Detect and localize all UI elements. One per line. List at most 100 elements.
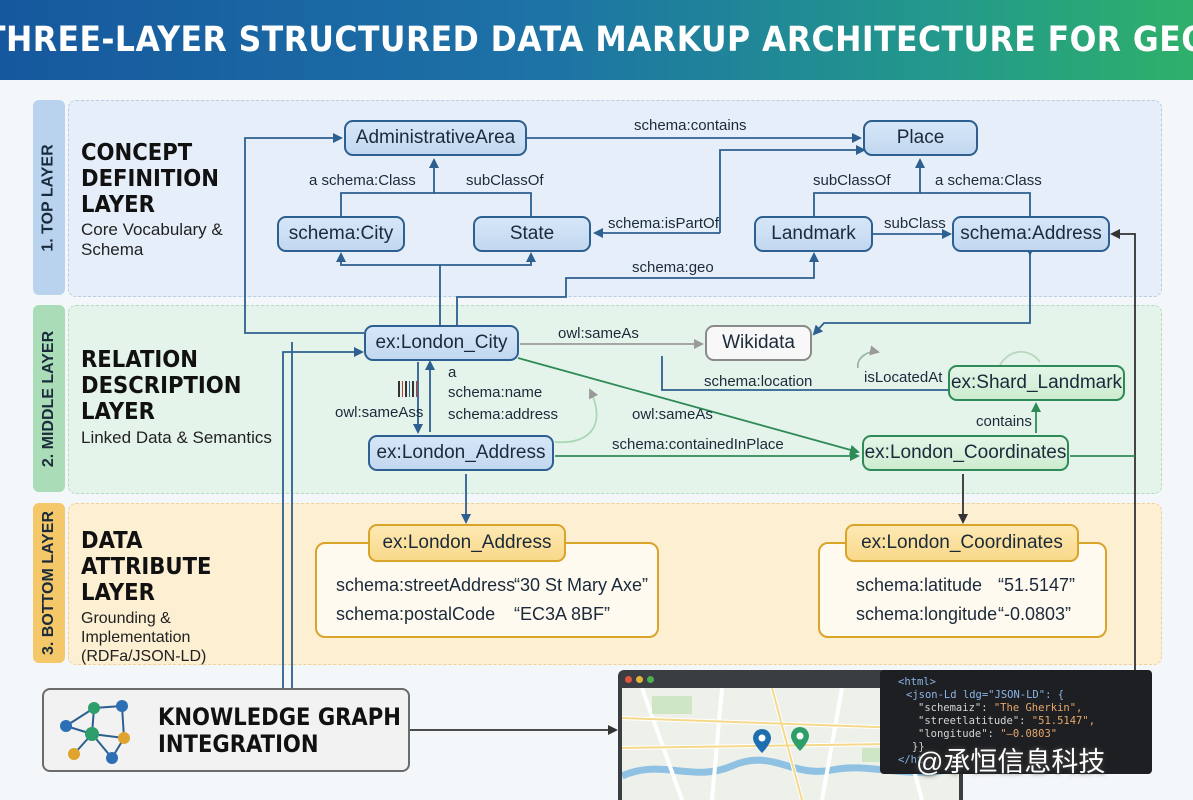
top-layer-heading-line: DEFINITION [81, 166, 219, 192]
label-islocatedat: isLocatedAt [864, 369, 943, 386]
edge-city-to-admin [340, 158, 439, 216]
edge-ispartof [719, 145, 866, 233]
label-schema-geo: schema:geo [632, 259, 714, 276]
coordinates-lat-value: “51.5147” [998, 575, 1076, 595]
code-key: "streetlatitude": [918, 715, 1032, 727]
code-value: "51.5147", [1031, 715, 1096, 727]
node-place[interactable]: Place [863, 120, 978, 156]
node-schema-city[interactable]: schema:City [277, 216, 405, 252]
middle-layer-subtitle-line: Linked Data & Semantics [81, 428, 272, 447]
edge-wikidata-address [812, 246, 1035, 336]
code-key: "schemaiz": [918, 702, 994, 714]
knowledge-graph-line: INTEGRATION [158, 730, 319, 758]
coordinates-lng-key: schema:longitude [856, 604, 998, 624]
edge-state-to-admin [434, 192, 532, 216]
edge-city-to-admin-long [244, 133, 364, 334]
edge-address-to-place [920, 192, 1031, 216]
json-ld-code-snippet: <html><json-Ld ldg="JSON-LD": {"schemaiz… [880, 670, 1152, 774]
label-schema-contains: schema:contains [634, 117, 747, 134]
middle-layer-tab: 2. MIDDLE LAYER [33, 305, 65, 492]
knowledge-graph-box[interactable] [42, 688, 410, 772]
node-landmark[interactable]: Landmark [754, 216, 873, 252]
top-layer-heading-line: LAYER [81, 192, 155, 218]
network-graph-icon [60, 700, 130, 764]
top-layer-subtitle-line: Schema [81, 240, 144, 259]
code-key: "longitude": [918, 728, 1001, 740]
barcode-icon [398, 381, 417, 397]
bottom-layer-heading-line: LAYER [81, 580, 155, 606]
coordinates-lng-value: “-0.0803” [998, 604, 1072, 624]
edge-kg-to-city [282, 347, 364, 688]
node-shard-landmark[interactable]: ex:Shard_Landmark [948, 365, 1125, 401]
code-text: <html> [898, 676, 936, 688]
label-a-schema-class-left: a schema:Class [309, 172, 416, 189]
node-london-coordinates[interactable]: ex:London_Coordinates [862, 435, 1069, 471]
code-value: "–0.0803" [1000, 728, 1058, 740]
page-title: THREE-LAYER STRUCTURED DATA MARKUP ARCHI… [0, 20, 1193, 60]
top-layer-heading-line: CONCEPT [81, 140, 193, 166]
node-wikidata[interactable]: Wikidata [705, 325, 812, 361]
edge-address-loop [554, 388, 599, 444]
maximize-dot-icon[interactable] [647, 676, 654, 683]
label-schema-containedinplace: schema:containedInPlace [612, 436, 784, 453]
edge-browser-to-address [1110, 229, 1136, 672]
label-subclassof-left: subClassOf [466, 172, 544, 189]
knowledge-graph-label: KNOWLEDGE GRAPH INTEGRATION [158, 704, 401, 758]
node-london-city[interactable]: ex:London_City [364, 325, 519, 361]
code-line: "schemaiz": "The Gherkin", [918, 702, 1152, 715]
address-street-key: schema:streetAddress [336, 575, 516, 595]
label-schema-name: schema:name [448, 384, 543, 401]
code-line: </ht [898, 754, 1152, 767]
map-pin-icon[interactable] [790, 726, 810, 752]
coordinates-card-title[interactable]: ex:London_Coordinates [845, 524, 1079, 562]
coordinates-lat-key: schema:latitude [856, 575, 983, 595]
address-street-value: “30 St Mary Axe” [514, 575, 649, 595]
bottom-layer-subtitle: Grounding & Implementation (RDFa/JSON-LD… [81, 609, 281, 666]
address-card-title[interactable]: ex:London_Address [368, 524, 566, 562]
code-line: <html> [898, 676, 1152, 689]
middle-layer-subtitle: Linked Data & Semantics [81, 428, 281, 448]
minimize-dot-icon[interactable] [636, 676, 643, 683]
address-postal-key: schema:postalCode [336, 604, 496, 624]
edge-landmark-to-place [813, 158, 925, 216]
title-banner: THREE-LAYER STRUCTURED DATA MARKUP ARCHI… [0, 0, 1193, 80]
bottom-layer-subtitle-line: Grounding & Implementation [81, 610, 191, 646]
code-line: "longitude": "–0.0803" [918, 728, 1152, 741]
code-text: </ht [898, 754, 924, 766]
edge-owl-sameas-coords [517, 357, 860, 455]
label-schema-ispartof: schema:isPartOf [608, 215, 719, 232]
code-line: }} [912, 741, 1152, 754]
edge-city-to-schemacity [336, 252, 441, 325]
top-layer-subtitle-line: Core Vocabulary & [81, 220, 223, 239]
label-owl-sameas-coords: owl:sameAs [632, 406, 713, 423]
node-state[interactable]: State [473, 216, 591, 252]
label-owl-sameas-wikidata: owl:sameAs [558, 325, 639, 342]
node-administrative-area[interactable]: AdministrativeArea [344, 120, 527, 156]
middle-layer-heading-line: DESCRIPTION [81, 373, 242, 399]
close-dot-icon[interactable] [625, 676, 632, 683]
map-pin-icon[interactable] [752, 728, 772, 754]
node-london-address[interactable]: ex:London_Address [368, 435, 554, 471]
label-subclass: subClass [884, 215, 946, 232]
bottom-layer-heading-line: DATA [81, 528, 143, 554]
label-a: a [448, 364, 457, 381]
top-layer-tab: 1. TOP LAYER [33, 100, 65, 295]
node-schema-address[interactable]: schema:Address [952, 216, 1110, 252]
top-layer-subtitle: Core Vocabulary & Schema [81, 220, 281, 260]
top-layer-heading: CONCEPT DEFINITION LAYER [81, 140, 256, 218]
edge-city-to-state [440, 252, 536, 266]
watermark-text: @承恒信息科技 [916, 747, 1106, 777]
label-subclassof-right: subClassOf [813, 172, 891, 189]
middle-layer-heading-line: LAYER [81, 399, 155, 425]
code-line: <json-Ld ldg="JSON-LD": { [906, 689, 1152, 702]
code-value: "The Gherkin", [993, 702, 1083, 714]
label-schema-address: schema:address [448, 406, 559, 423]
bottom-layer-heading-line: ATTRIBUTE [81, 554, 212, 580]
bottom-layer-subtitle-line: (RDFa/JSON-LD) [81, 648, 207, 665]
address-postal-value: “EC3A 8BF” [514, 604, 611, 624]
label-schema-location: schema:location [704, 373, 813, 390]
code-line: "streetlatitude": "51.5147", [918, 715, 1152, 728]
knowledge-graph-line: KNOWLEDGE GRAPH [158, 703, 401, 731]
edge-shard-loop [999, 350, 1041, 366]
